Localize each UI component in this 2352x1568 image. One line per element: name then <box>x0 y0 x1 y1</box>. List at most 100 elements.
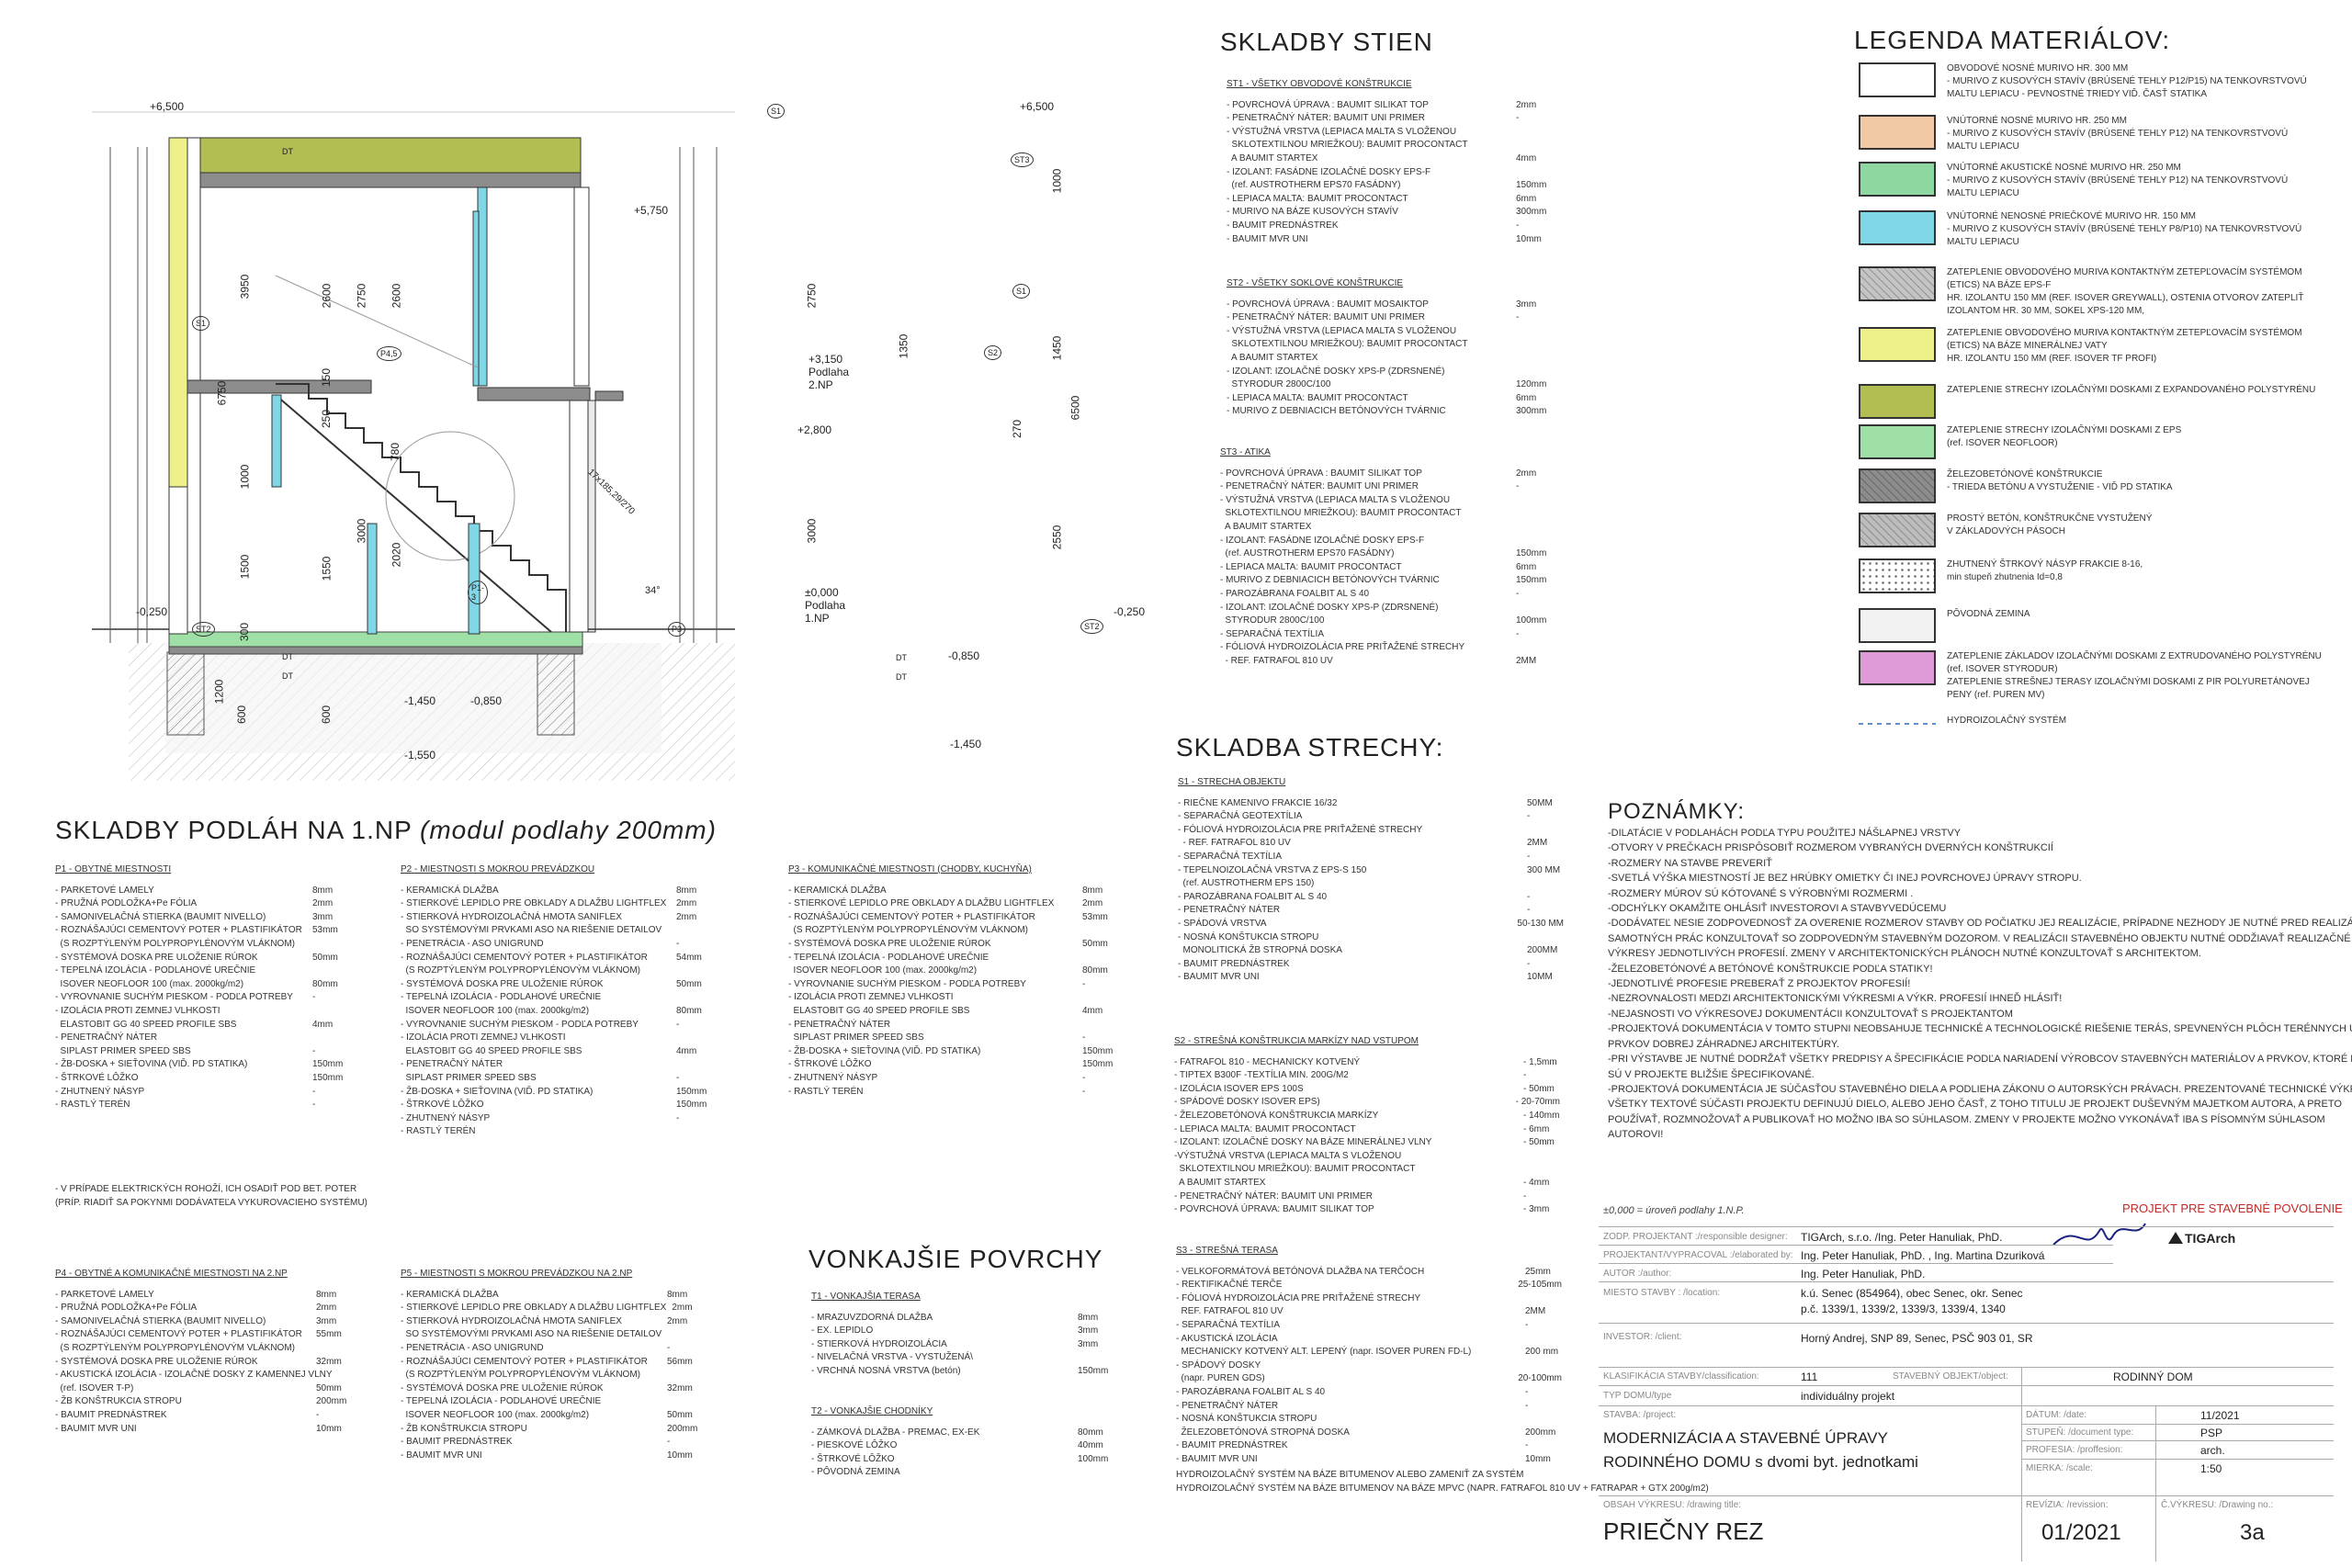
value: RODINNÉHO DOMU s dvomi byt. jednotkami <box>1603 1453 1918 1471</box>
layer-name: - VÝSTUŽNÁ VRSTVA (LEPIACA MALTA S VLOŽE… <box>1227 325 1457 336</box>
layer-name: - PIESKOVÉ LÔŽKO <box>811 1440 898 1451</box>
roof-footer-prefix: HYDROIZOLAČNÝ SYSTÉM NA BÁZE BITUMENOV A… <box>1176 1470 1524 1480</box>
layer-row: - PENETRÁCIA - ASO UNIGRUND- <box>401 1342 704 1356</box>
label: AUTOR :/author: <box>1603 1269 1672 1279</box>
layer-row: - PENETRAČNÝ NÁTER: BAUMIT UNI PRIMER- <box>1227 311 1553 325</box>
layer-thickness <box>312 938 349 952</box>
layer-name: - IZOLÁCIA PROTI ZEMNEJ VLHKOSTI <box>401 1032 566 1043</box>
floors-section-p5: P5 - MIESTNOSTI S MOKROU PREVÁDZKOU NA 2… <box>401 1268 704 1462</box>
layer-row: - SPÁDOVÉ DOSKY ISOVER EPS)- 20-70mm <box>1174 1096 1560 1110</box>
layer-row: - VYROVNANIE SUCHÝM PIESKOM - PODĽA POTR… <box>788 978 1119 992</box>
drawing-number: 3a <box>2240 1520 2265 1545</box>
drawing-title: PRIEČNY REZ <box>1603 1517 1764 1545</box>
layer-thickness: 20-100mm <box>1518 1373 1562 1384</box>
layer-thickness: 8mm <box>316 1289 337 1300</box>
layer-row: (S ROZPTÝLENÝM POLYPROPYLÉNOVÝM VLÁKNOM) <box>788 924 1119 938</box>
layer-name: - ŠTRKOVÉ LÔŽKO <box>55 1072 139 1083</box>
layer-name: (napr. PUREN GDS) <box>1176 1373 1265 1384</box>
layer-thickness <box>676 1032 713 1045</box>
floors-title-main: SKLADBY PODLÁH NA 1.NP <box>55 816 413 844</box>
legend-swatch <box>1859 513 1936 547</box>
layer-row: SKLOTEXTILNOU MRIEŽKOU): BAUMIT PROCONTA… <box>1227 139 1553 152</box>
layer-thickness: - 4mm <box>1523 1177 1550 1188</box>
layer-row: - RASTLÝ TERÉN- <box>788 1086 1119 1100</box>
walls-section-st2: ST2 - VŠETKY SOKLOVÉ KONŠTRUKCIE - POVRC… <box>1227 277 1553 419</box>
layer-name: - RIEČNE KAMENIVO FRAKCIE 16/32 <box>1178 797 1338 808</box>
legend-text: OBVODOVÉ NOSNÉ MURIVO HR. 300 MM - MURIV… <box>1947 63 2307 99</box>
layer-name: A BAUMIT STARTEX <box>1227 352 1318 363</box>
layer-name: (ref. AUSTROTHERM EPS70 FASÁDNY) <box>1220 548 1395 559</box>
layer-row: - PENETRÁCIA - ASO UNIGRUND- <box>401 938 713 952</box>
layer-thickness: - 3mm <box>1523 1204 1550 1215</box>
legend-text: ZATEPLENIE STRECHY IZOLAČNÝMI DOSKAMI Z … <box>1947 425 2182 448</box>
value: Ing. Peter Hanuliak, PhD. <box>1801 1268 1926 1280</box>
layer-name: - LEPIACA MALTA: BAUMIT PROCONTACT <box>1174 1123 1356 1134</box>
layer-thickness: 40mm <box>1078 1440 1103 1451</box>
level-label: +2,800 <box>797 423 832 436</box>
layer-thickness: - <box>312 1045 316 1056</box>
legend-item: ZATEPLENIE OBVODOVÉHO MURIVA KONTAKTNÝM … <box>1859 327 2324 366</box>
layer-name: - FÓLIOVÁ HYDROIZOLÁCIA PRE PRIŤAŽENÉ ST… <box>1178 824 1423 835</box>
layer-name: - ŽB KONŠTRUKCIA STROPU <box>401 1423 527 1434</box>
layer-thickness: 150mm <box>1082 1045 1114 1056</box>
legend-text: VNÚTORNÉ NENOSNÉ PRIEČKOVÉ MURIVO HR. 15… <box>1947 211 2302 247</box>
layer-thickness: - <box>316 1409 320 1420</box>
section-title: P5 - MIESTNOSTI S MOKROU PREVÁDZKOU NA 2… <box>401 1269 633 1279</box>
layer-thickness: - <box>667 1437 671 1448</box>
level-label: +3,150 Podlaha 2.NP <box>808 353 850 391</box>
layer-row: - PENETRAČNÝ NÁTER <box>55 1032 349 1045</box>
layer-thickness <box>312 1032 349 1045</box>
layer-row: SIPLAST PRIMER SPEED SBS - <box>55 1045 349 1059</box>
layer-thickness <box>1516 325 1553 339</box>
value: Ing. Peter Hanuliak, PhD. , Ing. Martina… <box>1801 1249 2045 1262</box>
layer-name: ISOVER NEOFLOOR 100 (max. 2000kg/m2) <box>401 1005 590 1016</box>
layer-row: - VÝSTUŽNÁ VRSTVA (LEPIACA MALTA S VLOŽE… <box>1220 494 1553 508</box>
value: 11/2021 <box>2200 1409 2240 1422</box>
section-title: P4 - OBYTNÉ A KOMUNIKAČNÉ MIESTNOSTI NA … <box>55 1269 288 1279</box>
dimension-label: 2600 <box>390 283 403 309</box>
roof-slab <box>174 172 582 188</box>
layer-row: ISOVER NEOFLOOR 100 (max. 2000kg/m2)80mm <box>788 964 1119 978</box>
layer-thickness: 2MM <box>1527 838 1548 849</box>
layer-row: (ref. ISOVER T-P)50mm <box>55 1382 353 1396</box>
dimension-label: 2550 <box>1050 525 1064 550</box>
layer-name: - IZOLÁCIA ISOVER EPS 100S <box>1174 1083 1304 1094</box>
layer-name: - ŽB-DOSKA + SIEŤOVINA (VIĎ. PD STATIKA) <box>788 1045 981 1056</box>
layer-row: - BAUMIT PREDNÁSTREK- <box>1227 220 1553 233</box>
walls-title: SKLADBY STIEN <box>1220 28 1433 56</box>
layer-name: SIPLAST PRIMER SPEED SBS <box>55 1045 191 1056</box>
layer-thickness <box>676 1058 713 1072</box>
layer-name: ISOVER NEOFLOOR 100 (max. 2000kg/m2) <box>788 965 978 976</box>
layer-thickness: 3mm <box>312 911 334 922</box>
layer-thickness: 32mm <box>316 1356 342 1367</box>
label: PROJEKTANT/VYPRACOVAL :/elaborated by: <box>1603 1250 1793 1260</box>
layer-name: - VÝSTUŽNÁ VRSTVA (LEPIACA MALTA S VLOŽE… <box>1227 126 1457 137</box>
layer-row: - PÔVODNÁ ZEMINA <box>811 1466 1114 1480</box>
layer-row: - ŽB-DOSKA + SIEŤOVINA (VIĎ. PD STATIKA)… <box>55 1058 349 1072</box>
layer-name: MONOLITICKÁ ŽB STROPNÁ DOSKA <box>1178 945 1342 956</box>
note-line: -DODÁVATEĽ NESIE ZODPOVEDNOSŤ ZA OVERENI… <box>1608 918 2352 930</box>
layer-row: - RASTLÝ TERÉN <box>401 1125 713 1139</box>
layer-thickness: 2mm <box>667 1315 688 1326</box>
layer-thickness: 2mm <box>316 1303 337 1314</box>
layer-thickness <box>676 924 713 938</box>
layer-name: ŽELEZOBETÓNOVÁ STROPNÁ DOSKA <box>1176 1427 1350 1438</box>
legend-item: ZATEPLENIE OBVODOVÉHO MURIVA KONTAKTNÝM … <box>1859 266 2324 318</box>
layer-thickness <box>1082 924 1119 938</box>
dimension-label: 1500 <box>238 554 252 580</box>
layer-name: - ZHUTNENÝ NÁSYP <box>788 1072 878 1083</box>
walls-section-st3: ST3 - ATIKA - POVRCHOVÁ ÚPRAVA : BAUMIT … <box>1220 446 1553 669</box>
layer-name: - STIERKOVÁ HYDROIZOLAČNÁ HMOTA SANIFLEX <box>401 911 622 922</box>
layer-thickness <box>1078 1466 1114 1480</box>
label: STUPEŇ: /document type: <box>2026 1427 2134 1438</box>
layer-thickness <box>1525 1292 1562 1306</box>
layer-name: - PÔVODNÁ ZEMINA <box>811 1467 900 1478</box>
